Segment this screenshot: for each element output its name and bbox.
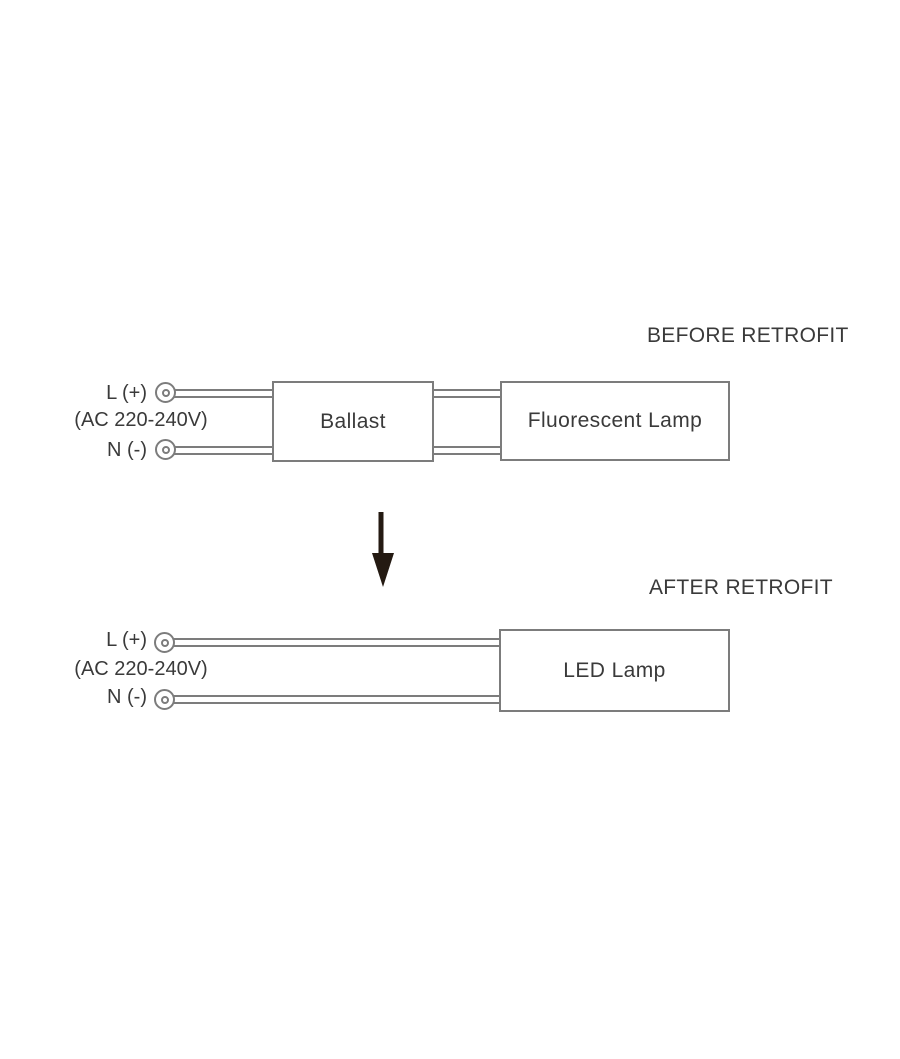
fluorescent-lamp-label: Fluorescent Lamp [527,409,703,432]
line-wire-to-ballast [174,389,272,398]
line-label-after: L (+) [106,629,147,651]
neutral-label-before: N (-) [107,439,147,461]
neutral-terminal-icon [154,689,175,710]
line-wire-to-led-lamp [173,638,500,647]
terminal-dot-icon [160,695,169,704]
ballast-label: Ballast [320,409,386,433]
neutral-wire-to-ballast [174,446,272,455]
led-lamp-box: LED Lamp [499,629,730,712]
terminal-dot-icon [160,638,169,647]
supply-voltage-label-before: (AC 220-240V) [74,409,208,431]
line-terminal-icon [155,382,176,403]
supply-voltage-label-after: (AC 220-240V) [74,658,208,680]
terminal-dot-icon [161,445,170,454]
neutral-wire-to-led-lamp [173,695,500,704]
line-terminal-icon [154,632,175,653]
fluorescent-lamp-box: Fluorescent Lamp [500,381,730,461]
down-arrow-icon [366,508,400,592]
line-label-before: L (+) [106,382,147,404]
neutral-label-after: N (-) [107,686,147,708]
ballast-box: Ballast [272,381,434,462]
neutral-terminal-icon [155,439,176,460]
led-lamp-label: LED Lamp [563,658,666,682]
after-retrofit-title: AFTER RETROFIT [649,576,833,599]
ballast-to-lamp-wire-bottom [433,446,501,455]
ballast-to-lamp-wire-top [433,389,501,398]
terminal-dot-icon [161,388,170,397]
before-retrofit-title: BEFORE RETROFIT [647,324,849,347]
